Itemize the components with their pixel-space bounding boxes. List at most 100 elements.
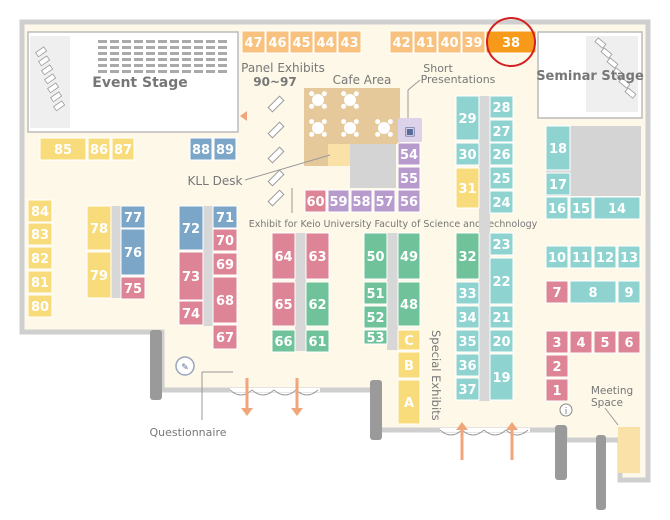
booth-24[interactable]: 24 <box>489 190 514 214</box>
booth-81[interactable]: 81 <box>27 270 53 294</box>
booth-54[interactable]: 54 <box>397 142 421 166</box>
booth-53[interactable]: 53 <box>363 329 388 346</box>
booth-62[interactable]: 62 <box>305 281 330 327</box>
booth-64[interactable]: 64 <box>271 232 296 280</box>
booth-59[interactable]: 59 <box>327 189 350 213</box>
booth-45[interactable]: 45 <box>289 30 314 54</box>
booth-25[interactable]: 25 <box>489 166 514 190</box>
booth-5[interactable]: 5 <box>593 330 617 354</box>
booth-22[interactable]: 22 <box>489 257 514 305</box>
booth-6[interactable]: 6 <box>617 330 641 354</box>
booth-55[interactable]: 55 <box>397 166 421 190</box>
booth-76[interactable]: 76 <box>120 228 146 276</box>
booth-67[interactable]: 67 <box>212 324 238 350</box>
seat <box>206 52 215 55</box>
booth-28[interactable]: 28 <box>489 95 514 119</box>
booth-36[interactable]: 36 <box>455 353 480 377</box>
booth-87[interactable]: 87 <box>111 137 135 161</box>
booth-70[interactable]: 70 <box>212 228 238 252</box>
booth-85[interactable]: 85 <box>39 137 87 161</box>
booth-74[interactable]: 74 <box>178 300 204 326</box>
booth-17[interactable]: 17 <box>545 172 571 196</box>
booth-84[interactable]: 84 <box>27 199 53 223</box>
booth-43[interactable]: 43 <box>337 30 362 54</box>
booth-A[interactable]: A <box>397 379 421 425</box>
booth-48[interactable]: 48 <box>397 281 421 327</box>
booth-61[interactable]: 61 <box>305 329 330 353</box>
booth-42[interactable]: 42 <box>389 30 414 54</box>
booth-2[interactable]: 2 <box>545 354 569 378</box>
booth-79[interactable]: 79 <box>86 251 112 299</box>
booth-65[interactable]: 65 <box>271 281 296 327</box>
booth-21[interactable]: 21 <box>489 305 514 329</box>
booth-60[interactable]: 60 <box>304 189 327 213</box>
booth-27[interactable]: 27 <box>489 119 514 143</box>
booth-B[interactable]: B <box>397 351 421 379</box>
booth-13[interactable]: 13 <box>617 245 641 269</box>
booth-86[interactable]: 86 <box>87 137 111 161</box>
booth-C[interactable]: C <box>397 329 421 351</box>
booth-29[interactable]: 29 <box>455 95 480 141</box>
booth-52[interactable]: 52 <box>363 305 388 329</box>
booth-3[interactable]: 3 <box>545 330 569 354</box>
booth-16[interactable]: 16 <box>545 196 569 220</box>
booth-31[interactable]: 31 <box>455 167 480 209</box>
booth-77[interactable]: 77 <box>120 205 146 229</box>
seat <box>146 52 155 55</box>
booth-68[interactable]: 68 <box>212 276 238 324</box>
booth-63[interactable]: 63 <box>305 232 330 280</box>
short-presentations-area[interactable] <box>398 118 422 142</box>
booth-49[interactable]: 49 <box>397 232 421 280</box>
booth-34[interactable]: 34 <box>455 305 480 329</box>
booth-7[interactable]: 7 <box>545 280 569 304</box>
booth-71[interactable]: 71 <box>212 205 238 229</box>
booth-20[interactable]: 20 <box>489 329 514 353</box>
booth-83[interactable]: 83 <box>27 222 53 246</box>
booth-14[interactable]: 14 <box>593 196 641 220</box>
info-icon[interactable] <box>559 403 573 417</box>
booth-15[interactable]: 15 <box>569 196 593 220</box>
booth-66[interactable]: 66 <box>271 329 296 353</box>
booth-40[interactable]: 40 <box>437 30 462 54</box>
booth-56[interactable]: 56 <box>397 189 421 213</box>
booth-58[interactable]: 58 <box>350 189 373 213</box>
questionnaire-icon[interactable] <box>175 356 195 376</box>
booth-30[interactable]: 30 <box>455 142 480 166</box>
booth-1[interactable]: 1 <box>545 378 569 402</box>
booth-75[interactable]: 75 <box>120 276 146 300</box>
booth-38[interactable]: 38 <box>485 30 537 54</box>
booth-10[interactable]: 10 <box>545 245 569 269</box>
seminar-stage[interactable]: Seminar Stage <box>536 31 644 119</box>
booth-8[interactable]: 8 <box>569 280 617 304</box>
booth-51[interactable]: 51 <box>363 281 388 305</box>
booth-82[interactable]: 82 <box>27 246 53 270</box>
booth-89[interactable]: 89 <box>213 137 237 161</box>
booth-73[interactable]: 73 <box>178 251 204 301</box>
meeting-space[interactable] <box>618 427 640 473</box>
booth-80[interactable]: 80 <box>27 294 53 318</box>
booth-9[interactable]: 9 <box>617 280 641 304</box>
booth-11[interactable]: 11 <box>569 245 593 269</box>
booth-78[interactable]: 78 <box>86 205 112 251</box>
booth-12[interactable]: 12 <box>593 245 617 269</box>
booth-19[interactable]: 19 <box>489 353 514 401</box>
booth-18[interactable]: 18 <box>545 125 571 171</box>
booth-88[interactable]: 88 <box>189 137 213 161</box>
booth-44[interactable]: 44 <box>313 30 338 54</box>
booth-32[interactable]: 32 <box>455 232 480 280</box>
booth-69[interactable]: 69 <box>212 252 238 276</box>
booth-50[interactable]: 50 <box>363 232 388 280</box>
booth-37[interactable]: 37 <box>455 377 480 401</box>
booth-26[interactable]: 26 <box>489 142 514 166</box>
booth-47[interactable]: 47 <box>241 30 266 54</box>
booth-57[interactable]: 57 <box>373 189 396 213</box>
booth-4[interactable]: 4 <box>569 330 593 354</box>
event-stage[interactable]: Event Stage <box>27 31 239 133</box>
booth-41[interactable]: 41 <box>413 30 438 54</box>
booth-33[interactable]: 33 <box>455 281 480 305</box>
booth-23[interactable]: 23 <box>489 232 514 256</box>
booth-72[interactable]: 72 <box>178 205 204 251</box>
booth-39[interactable]: 39 <box>461 30 486 54</box>
booth-35[interactable]: 35 <box>455 329 480 353</box>
booth-46[interactable]: 46 <box>265 30 290 54</box>
